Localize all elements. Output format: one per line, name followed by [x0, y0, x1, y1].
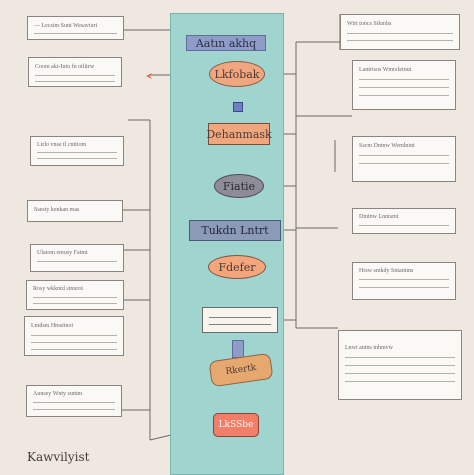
note-line — [35, 75, 115, 76]
left-note-card: Rosy wkkntd stnurot — [26, 280, 124, 310]
left-note-text: Coom akt-Iuto fn otlitrw — [35, 64, 95, 70]
document-line — [209, 324, 271, 325]
flow-connector-square — [233, 102, 243, 112]
note-line — [359, 163, 449, 164]
note-line — [35, 81, 115, 82]
left-note-card: Ulatom emusy Fatmi — [30, 244, 124, 272]
flow-node-tab — [232, 340, 244, 358]
flowchart-title: Aatın akhq — [186, 35, 266, 51]
left-note-text: Ltrlo vnse tl cnttiom — [37, 142, 87, 148]
left-note-card: Aunsey Wnty suntm — [26, 385, 122, 417]
right-note-text: Lnwt antns tnhmvw — [345, 345, 393, 351]
right-note-text: Wirt toncs Sikmhs — [347, 21, 392, 27]
right-note-text: Lantrisos Wmrsfetnut — [359, 67, 412, 73]
note-line — [345, 373, 455, 374]
note-line — [359, 279, 449, 280]
left-note-text: Ssesty kenkan mas — [34, 207, 80, 213]
right-note-card: Sscm Dntnw Wemlnint — [352, 136, 456, 182]
note-line — [359, 287, 449, 288]
note-line — [33, 297, 117, 298]
note-line — [34, 33, 117, 34]
flowchart-panel — [170, 13, 284, 475]
flow-node-end: LkSSbe — [213, 413, 259, 437]
flow-node-step: Tukdn Lntrt — [189, 220, 281, 241]
right-note-card: Dmtnw Lnntsmt — [352, 208, 456, 234]
flow-node-oval: Fdefer — [208, 255, 266, 279]
right-note-text: Dmtnw Lnntsmt — [359, 214, 399, 220]
note-line — [347, 33, 453, 34]
left-note-text: Rosy wkkntd stnurot — [33, 286, 84, 292]
note-line — [31, 342, 117, 343]
left-note-text: Lmdsm Hmsitnot — [31, 323, 74, 329]
note-line — [345, 365, 455, 366]
left-note-card: — Lecsim Sunt Wesaviuri — [27, 16, 124, 40]
footer-label: Kawvilyist — [27, 450, 90, 464]
note-line — [359, 87, 449, 88]
note-line — [37, 261, 117, 262]
note-line — [31, 335, 117, 336]
right-note-card: Hrsw smkdy Sntatmns — [352, 262, 456, 300]
note-line — [31, 349, 117, 350]
left-note-card: Ltrlo vnse tl cnttiom — [30, 136, 124, 166]
flow-node-start: Lkfobak — [209, 61, 265, 87]
note-line — [37, 158, 117, 159]
left-note-card: Lmdsm Hmsitnot — [24, 316, 124, 356]
note-line — [345, 381, 455, 382]
right-note-card: Lantrisos Wmrsfetnut — [352, 60, 456, 110]
note-line — [347, 40, 453, 41]
note-line — [33, 402, 115, 403]
document-line — [209, 317, 271, 318]
note-line — [359, 95, 449, 96]
right-note-card: Lnwt antns tnhmvw — [338, 330, 462, 400]
note-line — [359, 79, 449, 80]
note-line — [37, 152, 117, 153]
note-line — [359, 225, 449, 226]
right-note-card: Wirt toncs Sikmhs — [340, 14, 460, 50]
note-line — [33, 303, 117, 304]
left-note-text: — Lecsim Sunt Wesaviuri — [34, 23, 98, 29]
right-note-text: Sscm Dntnw Wemlnint — [359, 143, 415, 149]
flow-node-decision: Fiatie — [214, 174, 264, 198]
left-note-text: Aunsey Wnty suntm — [33, 391, 83, 397]
note-line — [33, 409, 115, 410]
right-note-text: Hrsw smkdy Sntatmns — [359, 268, 414, 274]
left-note-card: Coom akt-Iuto fn otlitrw — [28, 57, 122, 87]
left-note-card: Ssesty kenkan mas — [27, 200, 123, 222]
note-line — [359, 155, 449, 156]
left-note-text: Ulatom emusy Fatmi — [37, 250, 88, 256]
flow-node-process: Dehanmask — [206, 123, 272, 145]
flow-node-document — [202, 307, 278, 333]
note-line — [345, 357, 455, 358]
